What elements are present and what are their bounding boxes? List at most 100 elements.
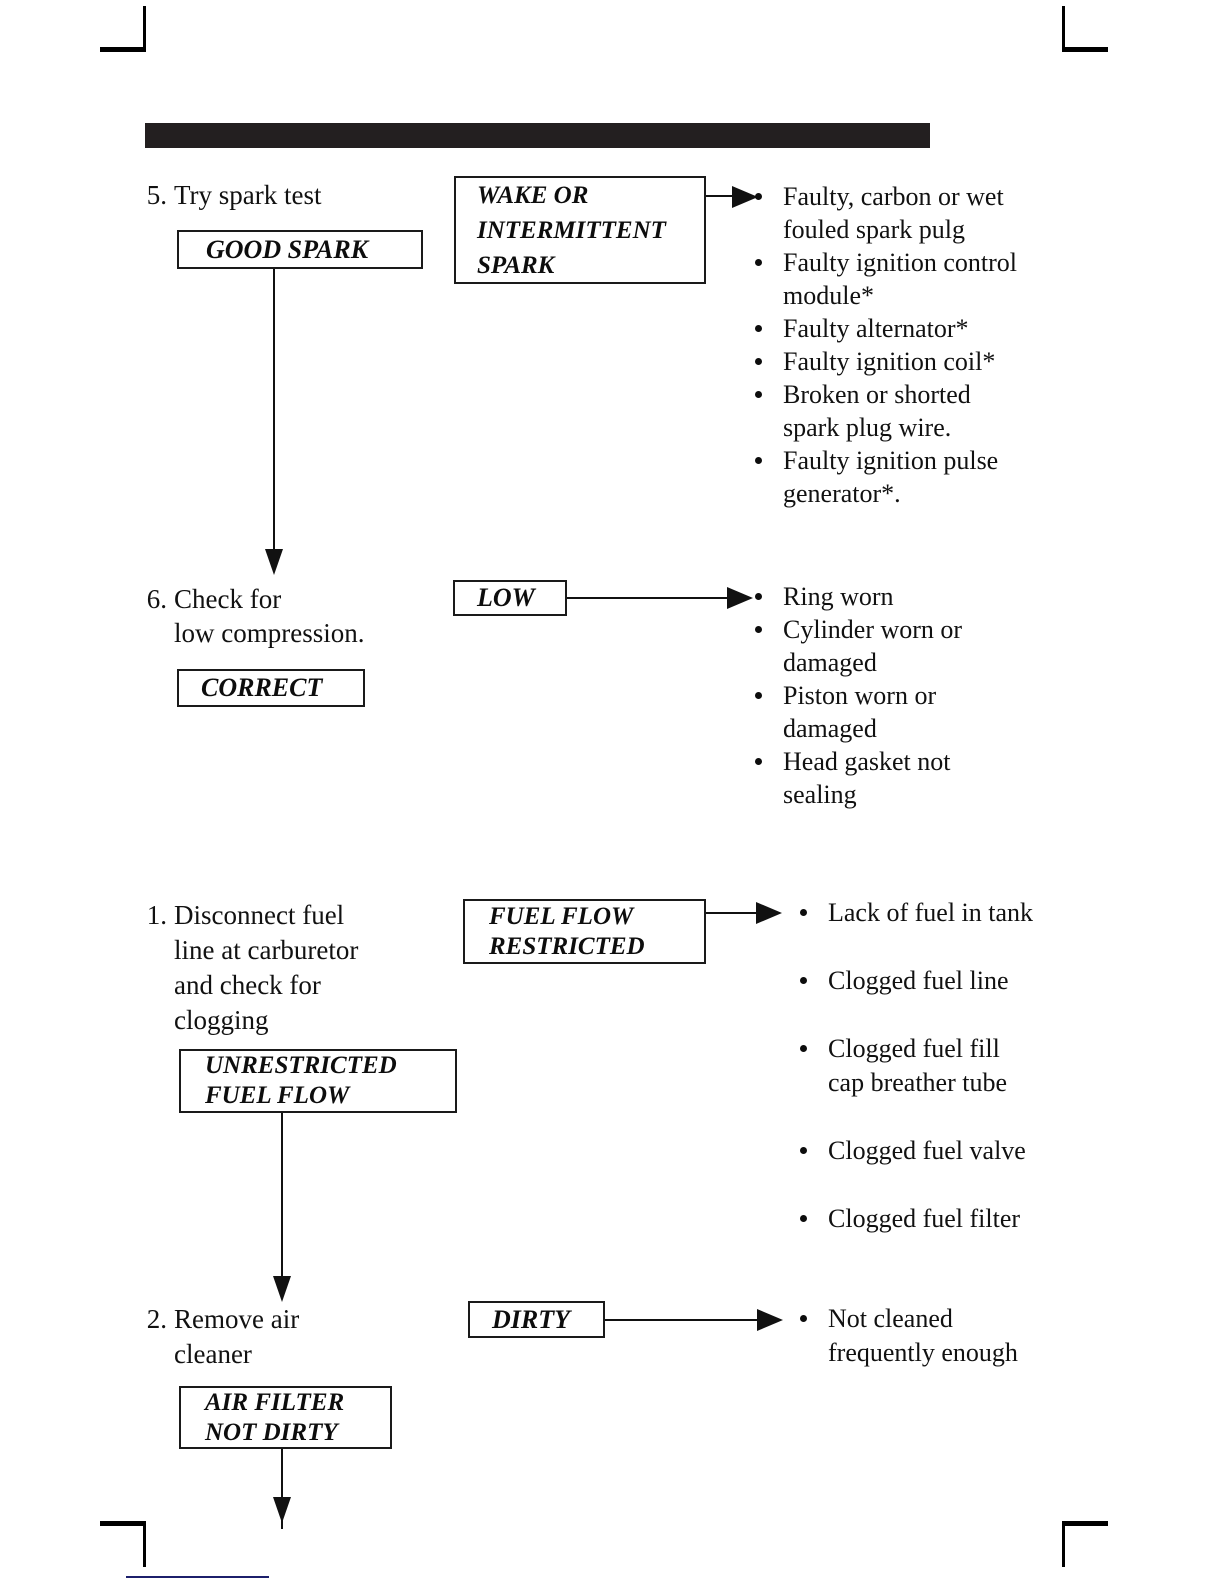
arrowhead-air-filter — [273, 1497, 291, 1523]
crop-mark-vertical — [143, 6, 146, 52]
box-wake-or-intermittent-spark: WAKE OR INTERMITTENT SPARK — [454, 176, 706, 284]
list-item-label: Head gasket not sealing — [783, 747, 951, 809]
list-item-label: Faulty ignition coil* — [783, 347, 996, 376]
step-text: Remove air cleaner — [174, 1304, 300, 1369]
box-air-filter-not-dirty: AIR FILTER NOT DIRTY — [179, 1386, 392, 1449]
list-item-label: Piston worn or damaged — [783, 681, 937, 743]
crop-mark-horizontal — [1062, 1521, 1108, 1526]
list-item: Broken or shorted spark plug wire. — [755, 378, 1055, 444]
crop-mark-vertical — [1062, 1521, 1065, 1567]
list-item: Faulty alternator* — [755, 312, 1055, 345]
bullet-icon — [755, 358, 762, 365]
box-unrestricted-fuel-flow: UNRESTRICTED FUEL FLOW — [179, 1049, 457, 1113]
box-correct: CORRECT — [177, 669, 365, 707]
box-low: LOW — [453, 580, 567, 616]
step-number: 6. — [146, 584, 167, 614]
list-item: Faulty ignition coil* — [755, 345, 1055, 378]
bullet-icon — [755, 391, 762, 398]
cause-list-air-cleaner: Not cleaned frequently enough — [800, 1302, 1100, 1370]
list-item-label: Clogged fuel filter — [828, 1204, 1021, 1233]
connector-line-unrestricted — [281, 1113, 283, 1281]
step-text: Check for low compression. — [174, 584, 365, 648]
crop-mark-bottom-left — [100, 1521, 146, 1567]
bullet-icon — [755, 259, 762, 266]
list-item: Cylinder worn or damaged — [755, 613, 1055, 679]
arrowhead-unrestricted — [273, 1276, 291, 1302]
bullet-icon — [800, 1315, 807, 1322]
box-good-spark: GOOD SPARK — [177, 230, 423, 269]
list-item: Clogged fuel valve — [800, 1134, 1100, 1168]
connector-line-low — [567, 597, 735, 599]
list-item-label: Not cleaned frequently enough — [828, 1304, 1018, 1367]
list-item: Lack of fuel in tank — [800, 896, 1100, 930]
step-number: 2. — [146, 1304, 167, 1334]
arrowhead-fuel-flow — [756, 902, 782, 924]
crop-mark-top-right — [1062, 6, 1108, 52]
bullet-icon — [800, 1045, 807, 1052]
step-2-remove-air-cleaner: 2. Remove air cleaner — [141, 1302, 481, 1372]
list-item: Faulty ignition control module* — [755, 246, 1055, 312]
bullet-icon — [755, 692, 762, 699]
list-item-label: Clogged fuel valve — [828, 1136, 1026, 1165]
list-item-label: Clogged fuel line — [828, 966, 1009, 995]
bullet-icon — [755, 325, 762, 332]
footer-rule — [126, 1576, 269, 1578]
bullet-icon — [755, 626, 762, 633]
connector-line-dirty — [605, 1319, 763, 1321]
cause-list-fuel-flow: Lack of fuel in tank Clogged fuel line C… — [800, 896, 1100, 1236]
step-text: Disconnect fuel line at carburetor and c… — [174, 900, 359, 1035]
list-item-label: Faulty alternator* — [783, 314, 969, 343]
crop-mark-horizontal — [1062, 47, 1108, 52]
connector-line-good-spark — [273, 269, 275, 554]
crop-mark-bottom-right — [1062, 1521, 1108, 1567]
crop-mark-vertical — [1062, 6, 1065, 52]
list-item-label: Faulty ignition pulse generator*. — [783, 446, 999, 508]
list-item-label: Broken or shorted spark plug wire. — [783, 380, 971, 442]
step-1-disconnect-fuel-line: 1. Disconnect fuel line at carburetor an… — [141, 898, 501, 1038]
crop-mark-top-left — [100, 6, 146, 52]
list-item-label: Clogged fuel fill cap breather tube — [828, 1034, 1008, 1097]
list-item: Not cleaned frequently enough — [800, 1302, 1100, 1370]
step-5-spark-test: 5. Try spark test — [141, 178, 481, 213]
list-item: Faulty ignition pulse generator*. — [755, 444, 1055, 510]
step-number: 5. — [146, 180, 167, 210]
list-item-label: Lack of fuel in tank — [828, 898, 1034, 927]
list-item: Faulty, carbon or wet fouled spark pulg — [755, 180, 1055, 246]
bullet-icon — [755, 457, 762, 464]
cause-list-compression: Ring worn Cylinder worn or damaged Pisto… — [755, 580, 1055, 811]
list-item-label: Faulty, carbon or wet fouled spark pulg — [783, 182, 1004, 244]
list-item-label: Cylinder worn or damaged — [783, 615, 963, 677]
list-item: Piston worn or damaged — [755, 679, 1055, 745]
box-dirty: DIRTY — [468, 1301, 605, 1338]
step-number: 1. — [146, 900, 167, 930]
list-item-label: Faulty ignition control module* — [783, 248, 1017, 310]
connector-line-air-filter — [281, 1449, 283, 1529]
arrowhead-low — [727, 587, 753, 609]
bullet-icon — [800, 977, 807, 984]
list-item: Clogged fuel filter — [800, 1202, 1100, 1236]
connector-line-fuel-flow — [706, 912, 761, 914]
arrowhead-good-spark — [265, 549, 283, 575]
crop-mark-horizontal — [100, 47, 146, 52]
bullet-icon — [755, 758, 762, 765]
box-fuel-flow-restricted: FUEL FLOW RESTRICTED — [463, 899, 706, 964]
step-text: Try spark test — [174, 180, 322, 210]
crop-mark-horizontal — [100, 1521, 146, 1526]
bullet-icon — [755, 193, 762, 200]
bullet-icon — [800, 909, 807, 916]
list-item: Ring worn — [755, 580, 1055, 613]
section-header-rule — [145, 123, 930, 148]
bullet-icon — [800, 1147, 807, 1154]
list-item: Clogged fuel fill cap breather tube — [800, 1032, 1100, 1100]
list-item: Head gasket not sealing — [755, 745, 1055, 811]
crop-mark-vertical — [143, 1521, 146, 1567]
arrowhead-dirty — [757, 1309, 783, 1331]
connector-line-spark — [706, 195, 740, 197]
list-item: Clogged fuel line — [800, 964, 1100, 998]
cause-list-spark: Faulty, carbon or wet fouled spark pulg … — [755, 180, 1055, 510]
list-item-label: Ring worn — [783, 582, 894, 611]
step-6-low-compression: 6. Check for low compression. — [141, 582, 481, 650]
arrowhead-spark — [732, 186, 758, 208]
bullet-icon — [800, 1215, 807, 1222]
